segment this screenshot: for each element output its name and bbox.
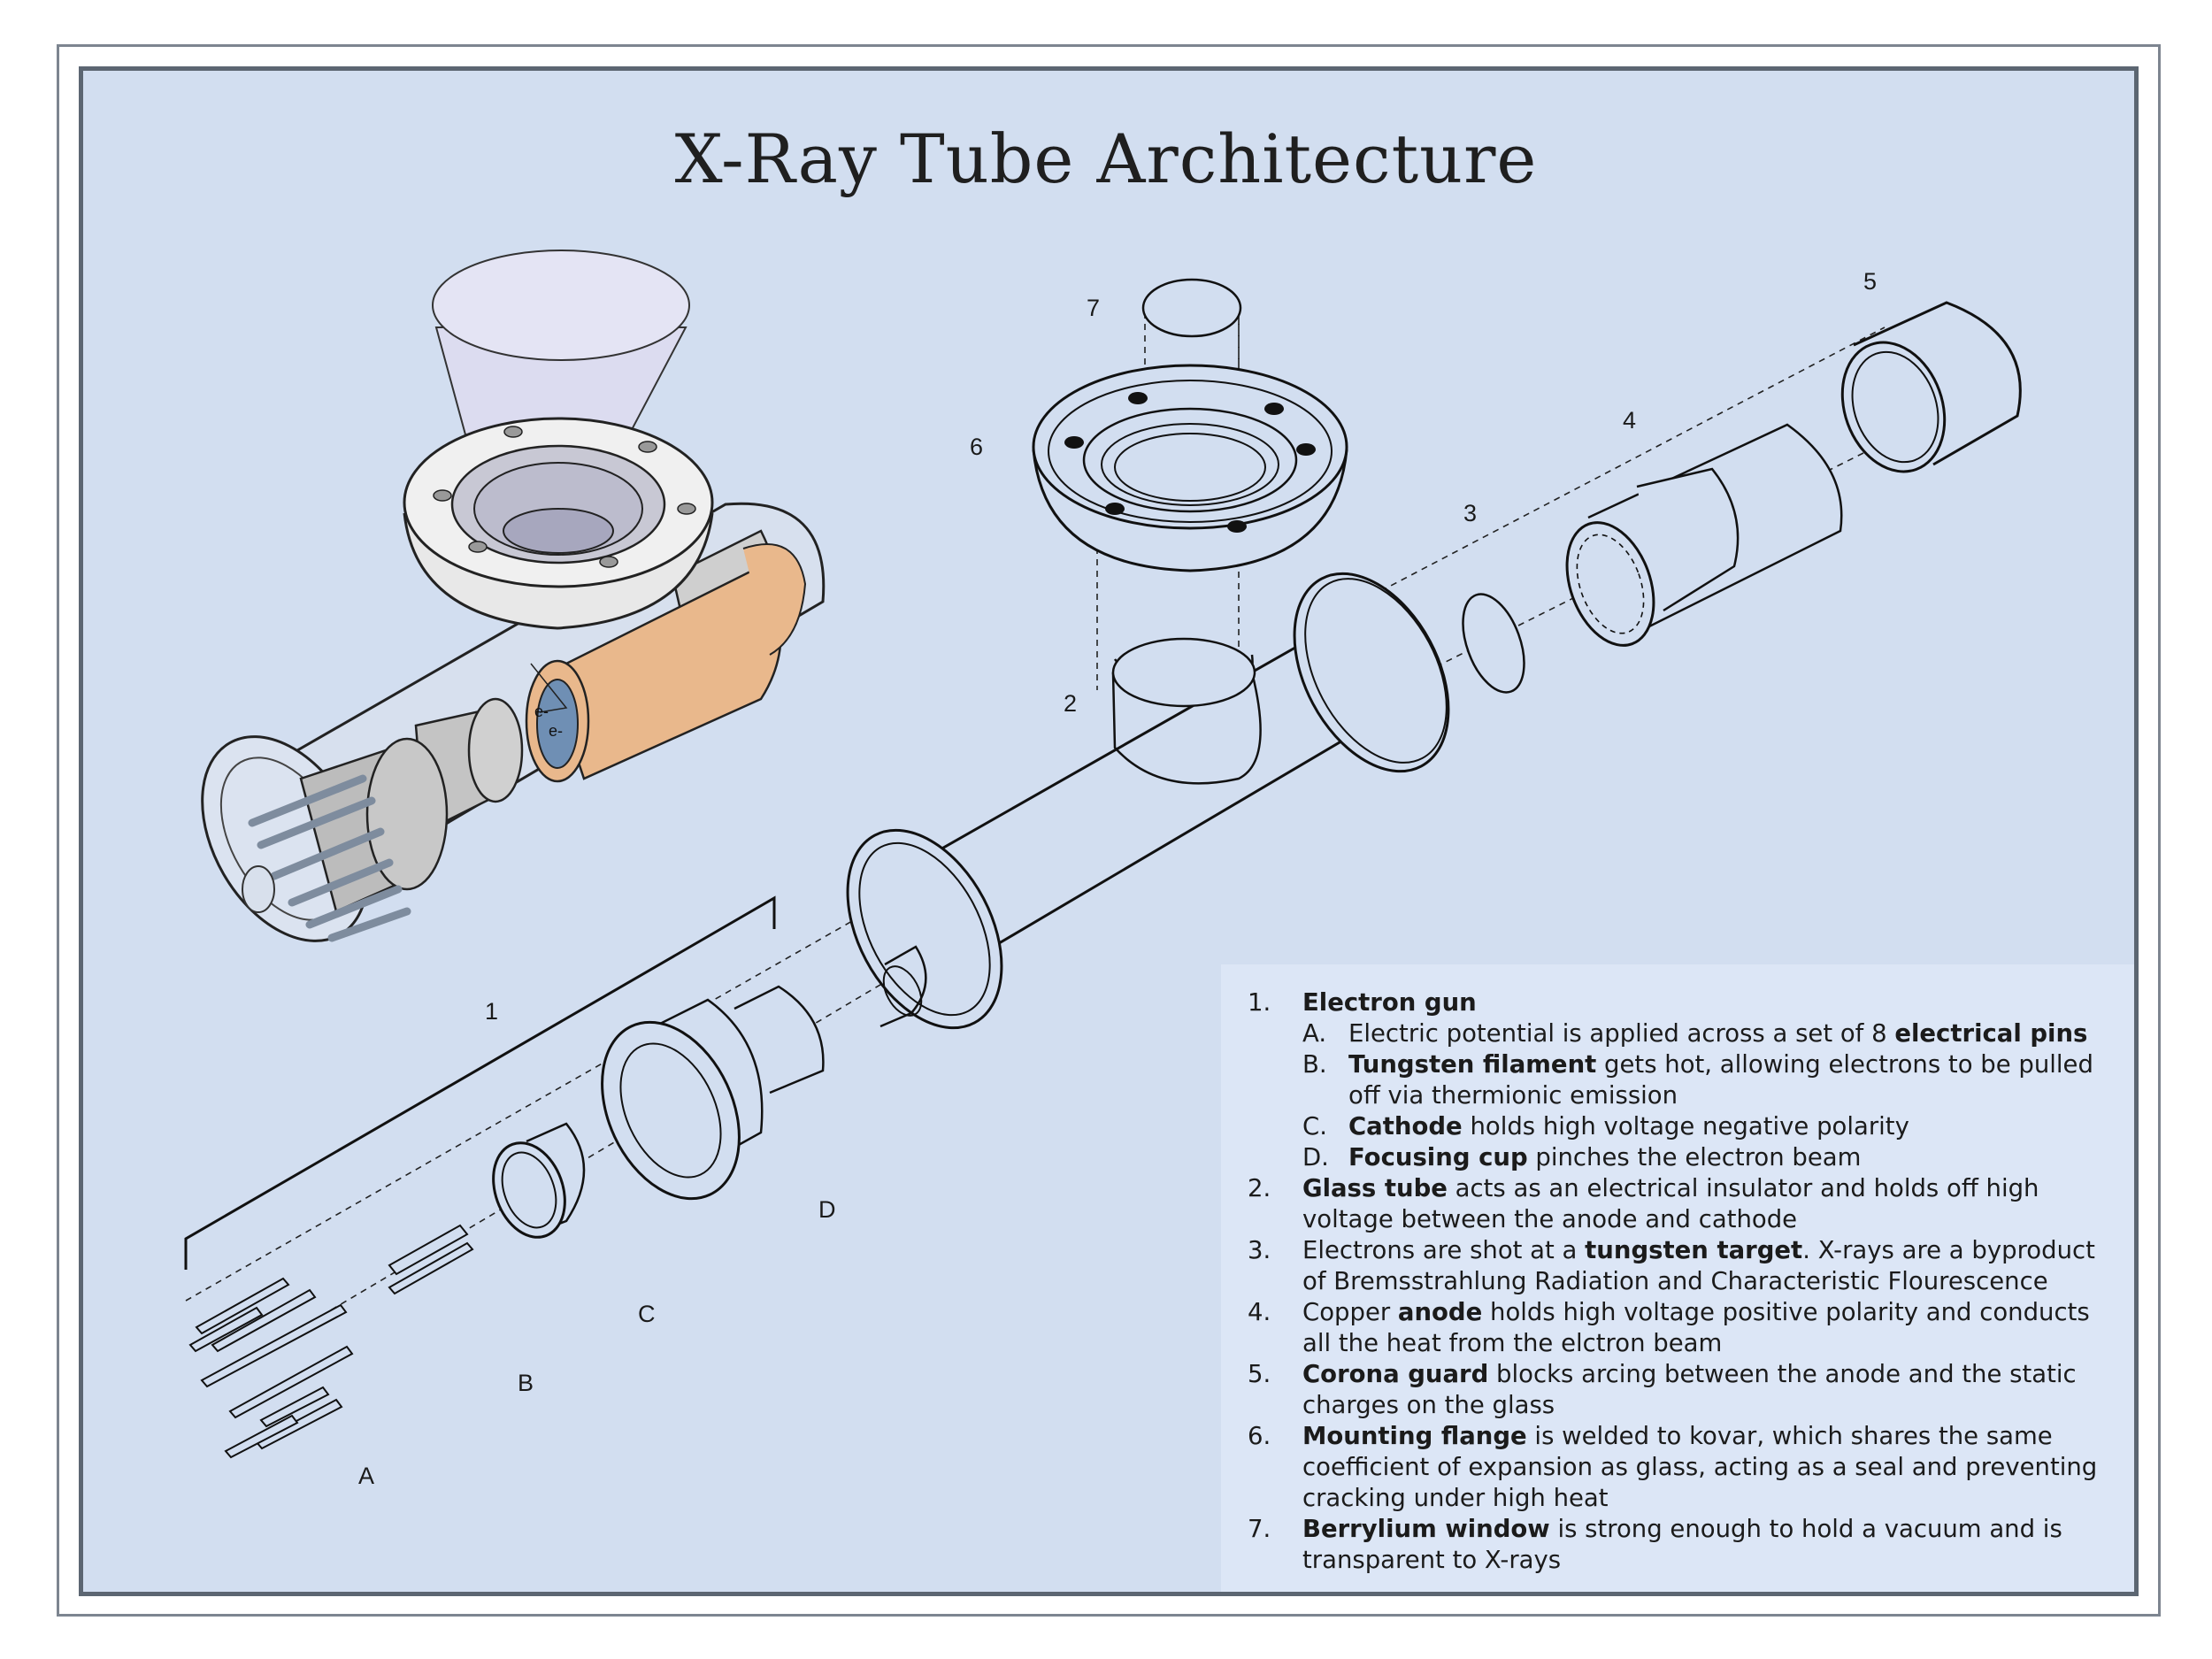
exploded-glass-tube — [846, 572, 1450, 1030]
label-part-a: A — [358, 1463, 375, 1489]
exploded-corona-guard — [1840, 301, 2022, 473]
electron-mark: e- — [549, 722, 563, 740]
legend-item-number: 1. — [1248, 988, 1271, 1017]
exploded-tungsten-target — [1462, 593, 1525, 694]
label-part-5: 5 — [1863, 268, 1878, 295]
legend-subitem-b: B. Tungsten filament gets hot, allowing … — [1302, 1050, 2093, 1110]
legend-list: 1. Electron gun A. Electric potential is… — [1248, 987, 2116, 1576]
page-title: X-Ray Tube Architecture — [674, 119, 1538, 198]
exploded-tungsten-filament — [388, 1224, 474, 1295]
label-part-2: 2 — [1064, 690, 1078, 717]
legend-panel: 1. Electron gun A. Electric potential is… — [1221, 964, 2134, 1592]
exploded-mounting-flange — [1032, 364, 1348, 572]
label-part-d: D — [818, 1196, 836, 1223]
exploded-copper-anode — [1565, 423, 1843, 647]
assembled-cathode — [299, 697, 524, 913]
legend-item-7: 7. Berrylium window is strong enough to … — [1248, 1515, 2062, 1574]
assembled-copper-anode — [525, 543, 807, 783]
exploded-electrical-pins — [188, 1277, 354, 1459]
exploded-cathode — [492, 1122, 586, 1239]
exploded-beryllium-window — [1141, 278, 1242, 338]
legend-subitem-a: A. Electric potential is applied across … — [1302, 1019, 2088, 1048]
exploded-focusing-cup — [601, 985, 825, 1201]
legend-item-2: 2. Glass tube acts as an electrical insu… — [1248, 1174, 2039, 1233]
legend-subitem-d: D. Focusing cup pinches the electron bea… — [1302, 1143, 1862, 1171]
legend-item-5: 5. Corona guard blocks arcing between th… — [1248, 1360, 2077, 1419]
legend-item-4: 4. Copper anode holds high voltage posit… — [1248, 1298, 2090, 1357]
legend-item-3: 3. Electrons are shot at a tungsten targ… — [1248, 1236, 2095, 1295]
legend-item-1: 1. Electron gun — [1248, 987, 2116, 1018]
assembled-tube: e- e- — [201, 250, 826, 942]
electron-mark: e- — [534, 703, 549, 720]
label-part-4: 4 — [1623, 407, 1637, 434]
label-part-c: C — [638, 1301, 656, 1327]
electron-gun-bracket — [184, 895, 776, 1270]
assembled-electrical-pins — [248, 774, 411, 942]
label-part-b: B — [518, 1370, 534, 1396]
exploded-view — [184, 278, 2022, 1459]
label-part-1: 1 — [485, 998, 499, 1025]
label-part-7: 7 — [1087, 295, 1101, 321]
legend-subitem-c: C. Cathode holds high voltage negative p… — [1302, 1112, 1909, 1141]
legend-item-title: Electron gun — [1302, 988, 1477, 1017]
assembled-mounting-flange — [403, 417, 714, 630]
legend-item-6: 6. Mounting flange is welded to kovar, w… — [1248, 1422, 2098, 1512]
label-part-6: 6 — [970, 434, 984, 460]
label-part-3: 3 — [1463, 500, 1478, 526]
